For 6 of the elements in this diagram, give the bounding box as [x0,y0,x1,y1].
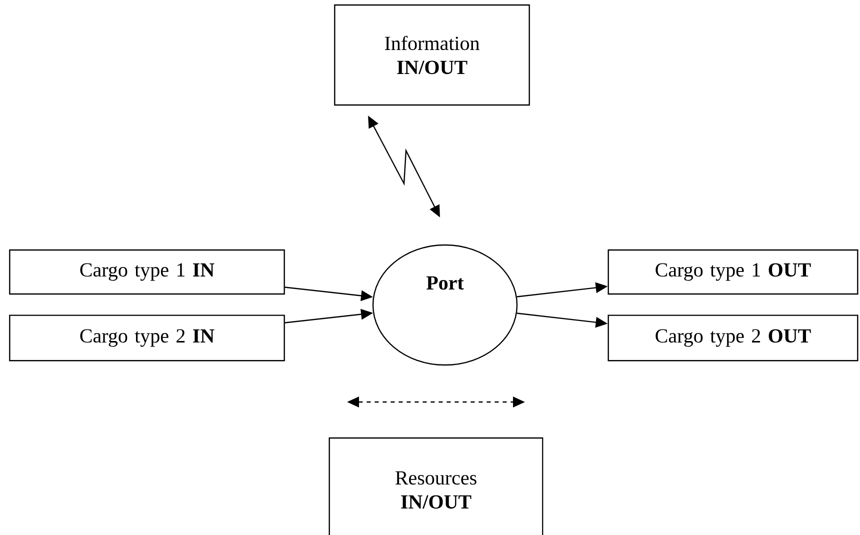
resources-box: Resources IN/OUT [328,437,544,535]
output-box: Cargo type 1 OUT [608,249,858,295]
input-box: Cargo type 1 IN [9,249,285,295]
input-box: Cargo type 2 IN [9,314,285,362]
output-box: Cargo type 2 OUT [608,314,858,362]
information-box: Information IN/OUT [334,4,530,106]
